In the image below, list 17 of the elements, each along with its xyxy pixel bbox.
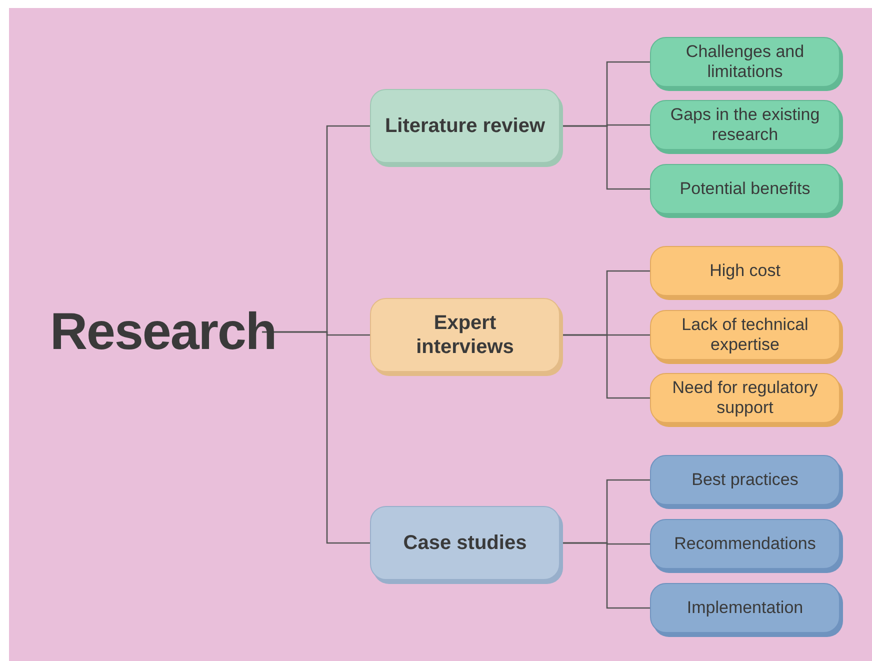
connector-line (560, 542, 650, 609)
connector-line (560, 125, 650, 190)
branch-topic: Case studies (403, 531, 527, 555)
root-topic: Research (50, 302, 276, 362)
subtopic: High cost (710, 260, 780, 282)
subtopic: Implementation (686, 598, 804, 618)
subtopic: Recommendations (674, 534, 816, 554)
subtopic: Best practices (692, 470, 798, 490)
branch-topic: Literature review (384, 114, 546, 138)
connector-line (262, 331, 370, 544)
subtopic: Potential benefits (680, 178, 810, 200)
subtopic: Challenges and limitations (684, 42, 806, 82)
subtopic: Lack of technical expertise (680, 314, 810, 356)
subtopic: Gaps in the existing research (669, 104, 821, 146)
connector-line (560, 334, 650, 399)
subtopic: Need for regulatory support (671, 378, 819, 418)
branch-topic: Expert interviews (415, 311, 515, 359)
